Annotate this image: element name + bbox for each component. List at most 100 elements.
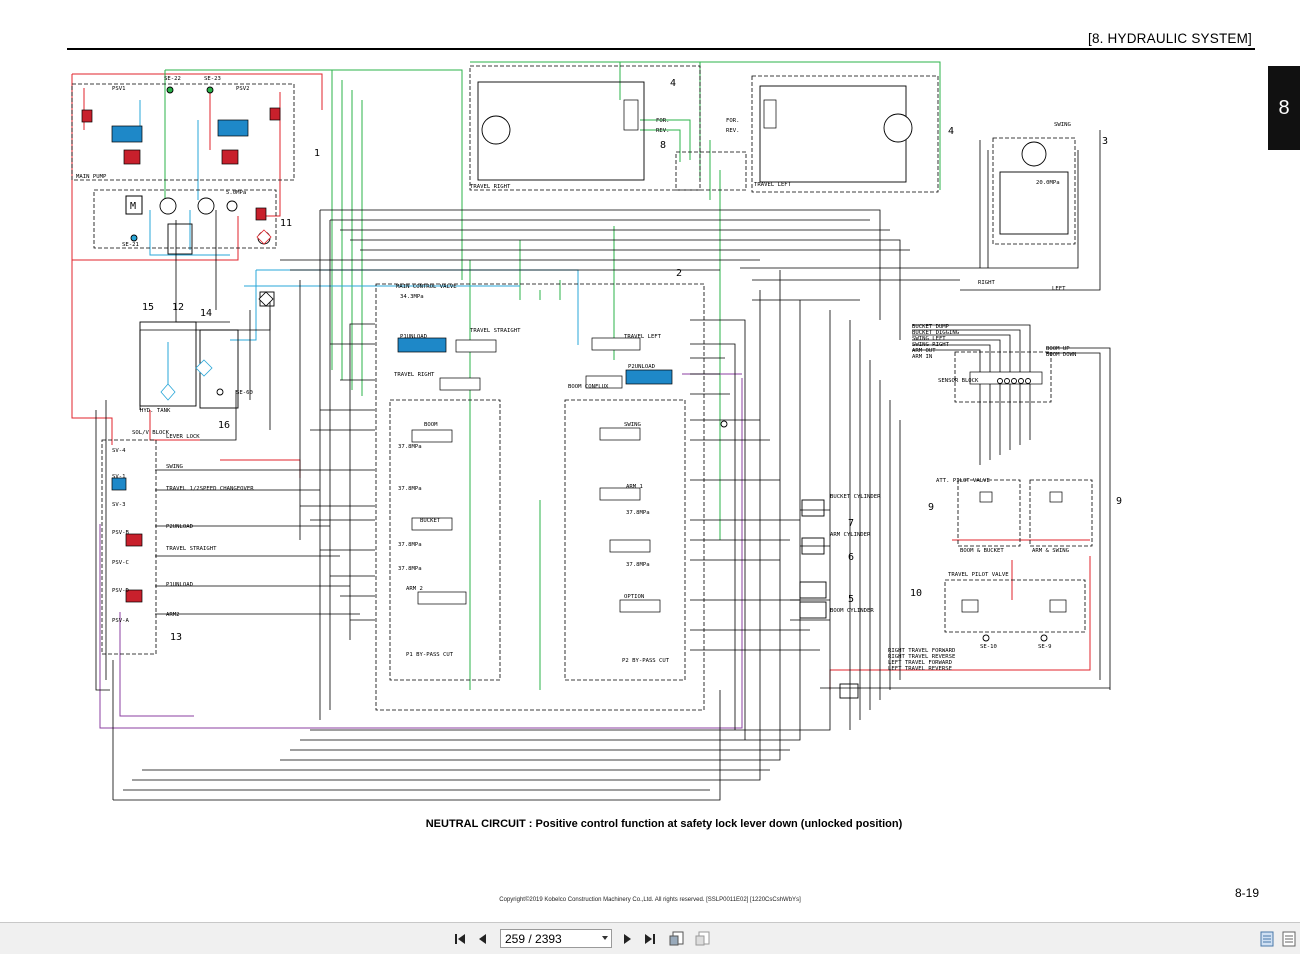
copyright-notice: Copyright©2019 Kobelco Construction Mach…: [499, 897, 801, 903]
label-arm-swing: ARM & SWING: [1032, 548, 1070, 554]
continuous-page-icon: [1282, 931, 1296, 946]
label-hyd-tank: HYD. TANK: [140, 408, 171, 414]
label-psvb: PSV-B: [112, 530, 129, 536]
main-control-valve-box: [375, 283, 705, 711]
callout-16: 16: [218, 420, 230, 431]
fit-width-icon: [695, 931, 710, 945]
label-left-travel-reverse: LEFT TRAVEL REVERSE: [888, 666, 953, 672]
label-lever-lock: LEVER LOCK: [166, 434, 200, 440]
main-pump-box: [71, 83, 295, 181]
next-page-button[interactable]: [618, 930, 636, 947]
label-right-travel-reverse: RIGHT TRAVEL REVERSE: [888, 654, 956, 660]
callout-1: 1: [314, 148, 320, 159]
pump-regulator-left: [111, 125, 143, 143]
label-att-pilot-valve: ATT. PILOT VALVE: [936, 478, 991, 484]
chapter-tab: 8: [1268, 66, 1300, 150]
label-sol-block: SOL/V BLOCK: [132, 430, 170, 436]
label-bucket-dump: BUCKET DUMP: [912, 324, 950, 330]
pump-pressure-line: [71, 73, 323, 432]
travel-right-motor-box: [469, 65, 701, 191]
header-rule: [67, 48, 1255, 50]
pump-regulator-right: [217, 119, 249, 137]
next-page-icon: [624, 933, 631, 944]
travel-right-motor: [481, 115, 511, 145]
label-relief-pressure: 34.3MPa: [400, 294, 424, 300]
callout-5: 5: [848, 594, 854, 605]
main-pump-p1: [159, 197, 177, 215]
chevron-down-icon: [602, 936, 608, 940]
label-se23: SE-23: [204, 76, 221, 82]
label-p1-bypass: P1 BY-PASS CUT: [406, 652, 454, 658]
label-sol-p2unload: P2UNLOAD: [166, 524, 194, 530]
label-p2unload: P2UNLOAD: [628, 364, 656, 370]
label-se9: SE-9: [1038, 644, 1051, 650]
previous-page-icon: [479, 933, 486, 944]
last-page-button[interactable]: [641, 930, 659, 947]
label-arm-cylinder: ARM CYLINDER: [830, 532, 871, 538]
label-option: OPTION: [624, 594, 644, 600]
page-selector[interactable]: 259 / 2393: [500, 929, 612, 948]
label-sol-travel-straight: TRAVEL STRAIGHT: [166, 546, 217, 552]
single-page-view-button[interactable]: [1258, 930, 1276, 947]
label-sv3: SV-3: [112, 502, 125, 508]
label-right-travel-forward: RIGHT TRAVEL FORWARD: [888, 648, 956, 654]
fit-width-button[interactable]: [694, 930, 712, 947]
previous-page-button[interactable]: [474, 930, 492, 947]
continuous-view-button[interactable]: [1280, 930, 1298, 947]
p2unload-spool: [625, 369, 673, 385]
sol-valve-block-box: [101, 439, 157, 655]
label-p2-bypass: P2 BY-PASS CUT: [622, 658, 670, 664]
label-arm2: ARM 2: [406, 586, 423, 592]
mcv-spool-column-left: [389, 399, 501, 681]
callout-3: 3: [1102, 136, 1108, 147]
fit-page-button[interactable]: [668, 930, 686, 947]
travel-left-motor: [883, 113, 913, 143]
label-37mpa-a: 37.8MPa: [398, 444, 422, 450]
label-arm1: ARM 1: [626, 484, 643, 490]
label-arm-out: ARM OUT: [912, 348, 936, 354]
pump-drive-box: [93, 189, 277, 249]
label-sv1: SV-1: [112, 474, 125, 480]
label-se21: SE-21: [122, 242, 139, 248]
label-sol-arm2: ARM2: [166, 612, 179, 618]
label-37mpa-f: 37.8MPa: [626, 562, 650, 568]
page-number: 8-19: [1235, 886, 1260, 900]
label-psva: PSV-A: [112, 618, 129, 624]
label-travel-speed: TRAVEL 1/2SPEED CHANGEOVER: [166, 486, 254, 492]
callout-9b: 9: [1116, 496, 1122, 507]
label-psv2: PSV2: [236, 86, 249, 92]
callout-10: 10: [910, 588, 922, 599]
label-for-l: FOR.: [726, 118, 739, 124]
page-indicator: 259 / 2393: [505, 931, 562, 946]
label-bucket-digging: BUCKET DIGGING: [912, 330, 960, 336]
label-p1unload: P1UNLOAD: [400, 334, 428, 340]
first-page-icon: [455, 933, 465, 944]
fit-page-icon: [669, 931, 684, 945]
label-mcv-travel-right: TRAVEL RIGHT: [394, 372, 435, 378]
travel-left-motor-box: [751, 75, 939, 193]
label-psv1: PSV1: [112, 86, 125, 92]
label-travel-straight: TRAVEL STRAIGHT: [470, 328, 521, 334]
first-page-button[interactable]: [451, 930, 469, 947]
label-se60: SE-60: [236, 390, 253, 396]
label-sol-p1unload: P1UNLOAD: [166, 582, 194, 588]
callout-4b: 4: [948, 126, 954, 137]
label-boom-bucket: BOOM & BUCKET: [960, 548, 1004, 554]
diagram-caption: NEUTRAL CIRCUIT : Positive control funct…: [425, 818, 903, 830]
label-20mpa: 20.0MPa: [1036, 180, 1060, 186]
callout-14: 14: [200, 308, 212, 319]
label-right: RIGHT: [978, 280, 995, 286]
callout-8: 8: [660, 140, 666, 151]
label-bucket: BUCKET: [420, 518, 441, 524]
last-page-icon: [645, 933, 655, 944]
mcv-spool-column-right: [564, 399, 686, 681]
callout-2: 2: [676, 268, 682, 279]
callout-6: 6: [848, 552, 854, 563]
att-pilot-valve-left-box: [957, 479, 1021, 547]
svg-text:M: M: [130, 201, 136, 212]
label-bucket-cylinder: BUCKET CYLINDER: [830, 494, 881, 500]
label-swing-motor: SWING: [1054, 122, 1071, 128]
label-sv4: SV-4: [112, 448, 126, 454]
label-travel-right: TRAVEL RIGHT: [470, 184, 511, 190]
label-swing-right: SWING RIGHT: [912, 342, 950, 348]
